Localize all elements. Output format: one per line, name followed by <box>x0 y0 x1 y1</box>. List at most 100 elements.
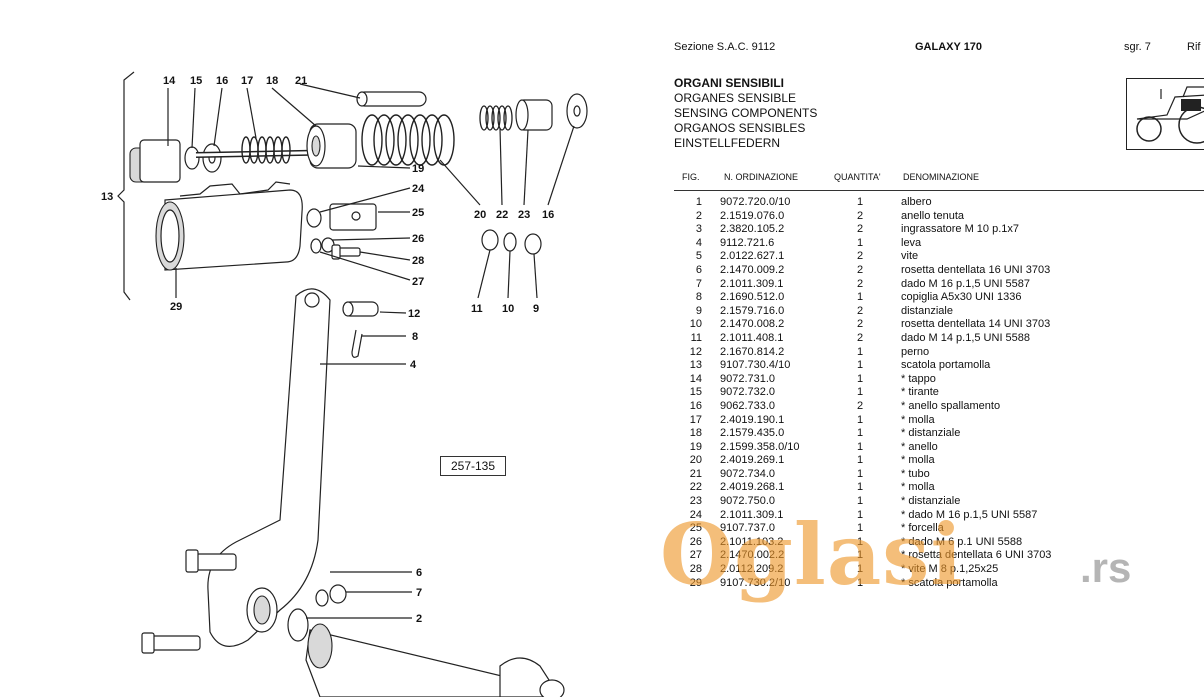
row-description: * molla <box>901 454 935 467</box>
row-order-number: 2.1011.408.1 <box>720 331 784 344</box>
part-27-washer <box>310 238 322 254</box>
part-1-shaft <box>305 623 565 697</box>
callout-4: 4 <box>410 359 417 371</box>
row-quantity: 1 <box>856 359 864 372</box>
part-20-spring <box>361 114 455 166</box>
callout-28: 28 <box>412 255 424 267</box>
row-description: * scatola portamolla <box>901 576 998 589</box>
col-quantity: QUANTITA' <box>834 172 881 182</box>
row-order-number: 9112.721.6 <box>720 236 775 249</box>
part-7-nut <box>329 584 347 604</box>
row-description: rosetta dentellata 14 UNI 3703 <box>901 318 1051 331</box>
part-21-tube <box>356 91 427 107</box>
part-5-screw-bottom <box>141 632 201 654</box>
callout-10: 10 <box>502 303 514 315</box>
row-description: * vite M 8 p.1,25x25 <box>901 563 999 576</box>
section-titles: ORGANI SENSIBILI ORGANES SENSIBLE SENSIN… <box>674 76 817 151</box>
row-description: * molla <box>901 413 935 426</box>
callout-12: 12 <box>408 308 420 320</box>
row-fig: 1 <box>695 196 702 208</box>
row-description: perno <box>901 345 930 358</box>
row-description: * dado M 6 p.1 UNI 5588 <box>901 535 1023 548</box>
callout-22: 22 <box>496 209 508 221</box>
callout-26: 26 <box>412 233 424 245</box>
col-order-number: N. ORDINAZIONE <box>724 172 799 182</box>
group-13-bracket <box>117 71 135 301</box>
row-fig: 7 <box>695 277 702 290</box>
row-description: dado M 16 p.1,5 UNI 5587 <box>901 277 1031 290</box>
row-description: * anello spallamento <box>901 399 1001 412</box>
row-fig: 16 <box>689 399 702 412</box>
row-description: copiglia A5x30 UNI 1336 <box>901 291 1022 304</box>
row-fig: 5 <box>695 250 702 263</box>
row-order-number: 9072.720.0/10 <box>720 196 791 208</box>
row-description: ingrassatore M 10 p.1x7 <box>901 223 1020 236</box>
callout-20: 20 <box>474 209 486 221</box>
row-quantity: 2 <box>856 277 864 290</box>
watermark: Oglasi .rs <box>660 505 1160 605</box>
row-order-number: 2.1579.435.0 <box>720 427 785 440</box>
row-order-number: 9107.737.0 <box>720 522 776 535</box>
row-fig: 20 <box>689 454 702 467</box>
part-6-washer <box>315 589 329 607</box>
row-order-number: 2.4019.268.1 <box>720 481 785 494</box>
row-order-number: 2.1519.076.0 <box>720 209 785 222</box>
part-16-washer-right <box>566 93 588 129</box>
group-number: sgr. 7 <box>1124 41 1151 53</box>
row-fig: 11 <box>690 331 702 344</box>
row-fig: 27 <box>689 549 702 562</box>
drawing-reference-code: 257-135 <box>440 456 506 476</box>
row-order-number: 2.1579.716.0 <box>720 304 785 317</box>
col-description: DENOMINAZIONE <box>903 172 980 182</box>
row-description: * tubo <box>901 467 930 480</box>
row-quantity: 1 <box>856 196 864 208</box>
part-23-spacer <box>515 99 553 131</box>
row-order-number: 9072.731.0 <box>720 372 776 385</box>
row-description: scatola portamolla <box>901 359 991 372</box>
row-description: * tappo <box>901 372 936 385</box>
callout-17: 17 <box>241 75 253 87</box>
callout-29: 29 <box>170 301 182 313</box>
row-quantity: 2 <box>856 223 864 236</box>
row-order-number: 2.1470.002.2 <box>720 549 785 562</box>
row-quantity: 1 <box>856 481 864 494</box>
row-description: vite <box>901 250 919 263</box>
row-description: * dado M 16 p.1,5 UNI 5587 <box>901 508 1038 521</box>
row-quantity: 1 <box>856 563 864 576</box>
row-quantity: 1 <box>856 522 864 535</box>
row-fig: 8 <box>695 291 702 304</box>
row-description: * rosetta dentellata 6 UNI 3703 <box>901 549 1052 562</box>
callout-14: 14 <box>163 75 176 87</box>
part-25-fork <box>329 203 377 231</box>
row-fig: 10 <box>689 318 702 331</box>
row-fig: 18 <box>689 427 702 440</box>
title-italian: ORGANI SENSIBILI <box>674 76 785 90</box>
row-quantity: 1 <box>856 386 864 399</box>
row-quantity: 2 <box>856 304 864 317</box>
row-quantity: 2 <box>856 263 864 276</box>
part-2-seal <box>287 608 309 642</box>
row-fig: 13 <box>689 359 702 372</box>
model-name: GALAXY 170 <box>915 41 983 53</box>
row-quantity: 1 <box>856 427 864 440</box>
row-description: * distanziale <box>901 495 961 508</box>
row-order-number: 2.1470.008.2 <box>720 318 785 331</box>
callout-21: 21 <box>295 75 307 87</box>
callout-27: 27 <box>412 276 424 288</box>
row-order-number: 9072.750.0 <box>720 495 776 508</box>
row-fig: 24 <box>689 508 702 521</box>
part-9-spacer <box>524 233 542 255</box>
